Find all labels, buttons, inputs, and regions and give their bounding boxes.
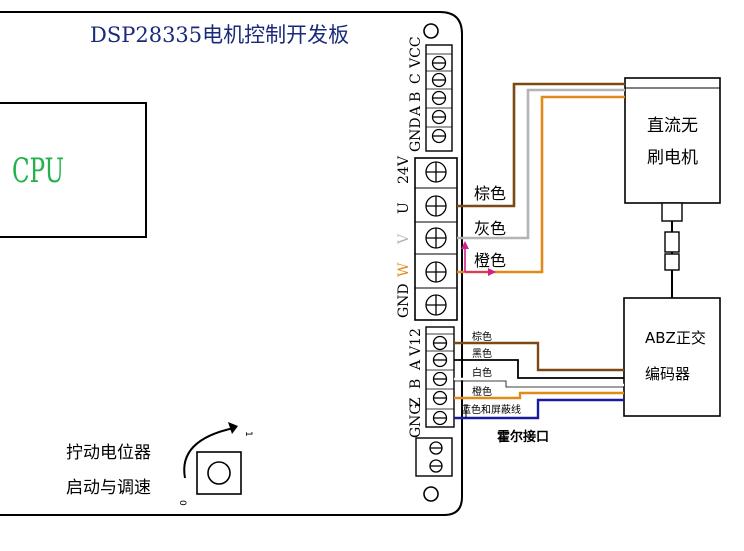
power-terminal-screw (425, 261, 447, 283)
cpu-block (0, 102, 147, 238)
encoder-terminal-screw (432, 335, 448, 351)
shaft-coupler-top (664, 231, 680, 253)
pot-label-line1: 拧动电位器 (66, 443, 151, 463)
abz-encoder: ABZ正交 编码器 (623, 297, 721, 417)
power-connector-labels: 24V U V W GND (396, 155, 412, 318)
power-terminal-screw (425, 161, 447, 183)
motor-label-line1: 直流无 (647, 116, 698, 136)
enc-pin-v12: V12 (408, 328, 424, 357)
power-terminal-screw (425, 195, 447, 217)
board-outline (0, 11, 463, 516)
mount-hole-bottom (423, 486, 439, 502)
shaft-coupler-bottom (664, 253, 680, 271)
enc-wire-label-black: 黑色 (472, 347, 492, 360)
encoder-label-line1: ABZ正交 (645, 329, 706, 347)
enc-pin-a: A (408, 359, 424, 371)
top-pin-a: A (408, 105, 424, 117)
encoder-connector-labels: V12 A B Z GNG (408, 328, 424, 438)
enc-pin-b: B (408, 379, 424, 389)
power-pin-24v: 24V (396, 155, 412, 184)
bldc-motor: 直流无 刷电机 (624, 77, 721, 298)
top-terminal-screw (431, 72, 447, 88)
power-terminal-screw (425, 227, 447, 249)
phase-swap-arrow (461, 241, 496, 276)
top-pin-c: C (408, 73, 424, 84)
potentiometer-knob[interactable] (196, 451, 242, 495)
encoder-terminal-screw (432, 352, 448, 368)
wire-enc-v12-brown (454, 341, 624, 372)
top-pin-gnd: GND (408, 117, 424, 152)
top-terminal-screw (431, 128, 447, 144)
pot-arrow-head (228, 422, 238, 434)
encoder-label-line2: 编码器 (645, 365, 690, 383)
motor-shaft-upper (661, 202, 683, 222)
enc-pin-gng: GNG (408, 403, 424, 438)
pot-mark-top: 1 (243, 431, 253, 437)
phase-label-brown: 棕色 (474, 184, 506, 203)
wire-enc-gnd-blue (454, 398, 624, 420)
top-pin-vcc: VCC (408, 36, 424, 69)
enc-wire-label-blue: 蓝色和屏蔽线 (461, 403, 521, 416)
wire-enc-b-outline (454, 380, 624, 388)
wire-phase-v-gray (457, 88, 625, 240)
top-connector-labels: GND A B C VCC (408, 36, 424, 152)
board-title: DSP28335电机控制开发板 (90, 23, 349, 47)
top-terminal-screw (431, 109, 447, 125)
bottom-connector (415, 437, 453, 477)
wire-phase-w-orange (457, 95, 625, 274)
hall-interface-label: 霍尔接口 (497, 429, 549, 445)
top-terminal-screw (431, 90, 447, 106)
motor-label-line2: 刷电机 (647, 148, 698, 168)
encoder-terminal-screw (432, 390, 448, 406)
power-pin-w: W (396, 262, 412, 277)
power-pin-u: U (396, 202, 412, 214)
cpu-label: CPU (12, 151, 64, 191)
enc-wire-label-white: 白色 (472, 366, 492, 379)
potentiometer-shaft (207, 461, 231, 485)
power-pin-gnd: GND (396, 283, 412, 318)
encoder-terminal-screw (432, 410, 448, 426)
wire-phase-u-brown (457, 82, 625, 208)
phase-label-orange: 橙色 (474, 251, 506, 270)
phase-label-gray: 灰色 (474, 219, 506, 238)
power-terminal-screw (425, 294, 447, 316)
pot-rotation-arrow (183, 427, 235, 479)
power-connector (414, 157, 458, 321)
encoder-terminal-screw (432, 371, 448, 387)
wire-enc-b-white (454, 377, 624, 387)
top-connector (425, 44, 453, 152)
enc-wire-label-orange: 橙色 (472, 385, 492, 398)
enc-wire-label-brown: 棕色 (472, 330, 492, 343)
wire-enc-z-orange (454, 391, 624, 400)
encoder-connector (425, 326, 455, 428)
top-pin-b: B (408, 92, 424, 102)
pot-label-line2: 启动与调速 (66, 478, 151, 498)
power-pin-v: V (396, 233, 412, 245)
top-terminal-screw (431, 55, 447, 71)
enc-pin-z: Z (408, 397, 424, 407)
mount-hole-top (423, 23, 439, 39)
pot-mark-bottom: 0 (177, 500, 187, 506)
wire-enc-a-black (454, 359, 624, 379)
